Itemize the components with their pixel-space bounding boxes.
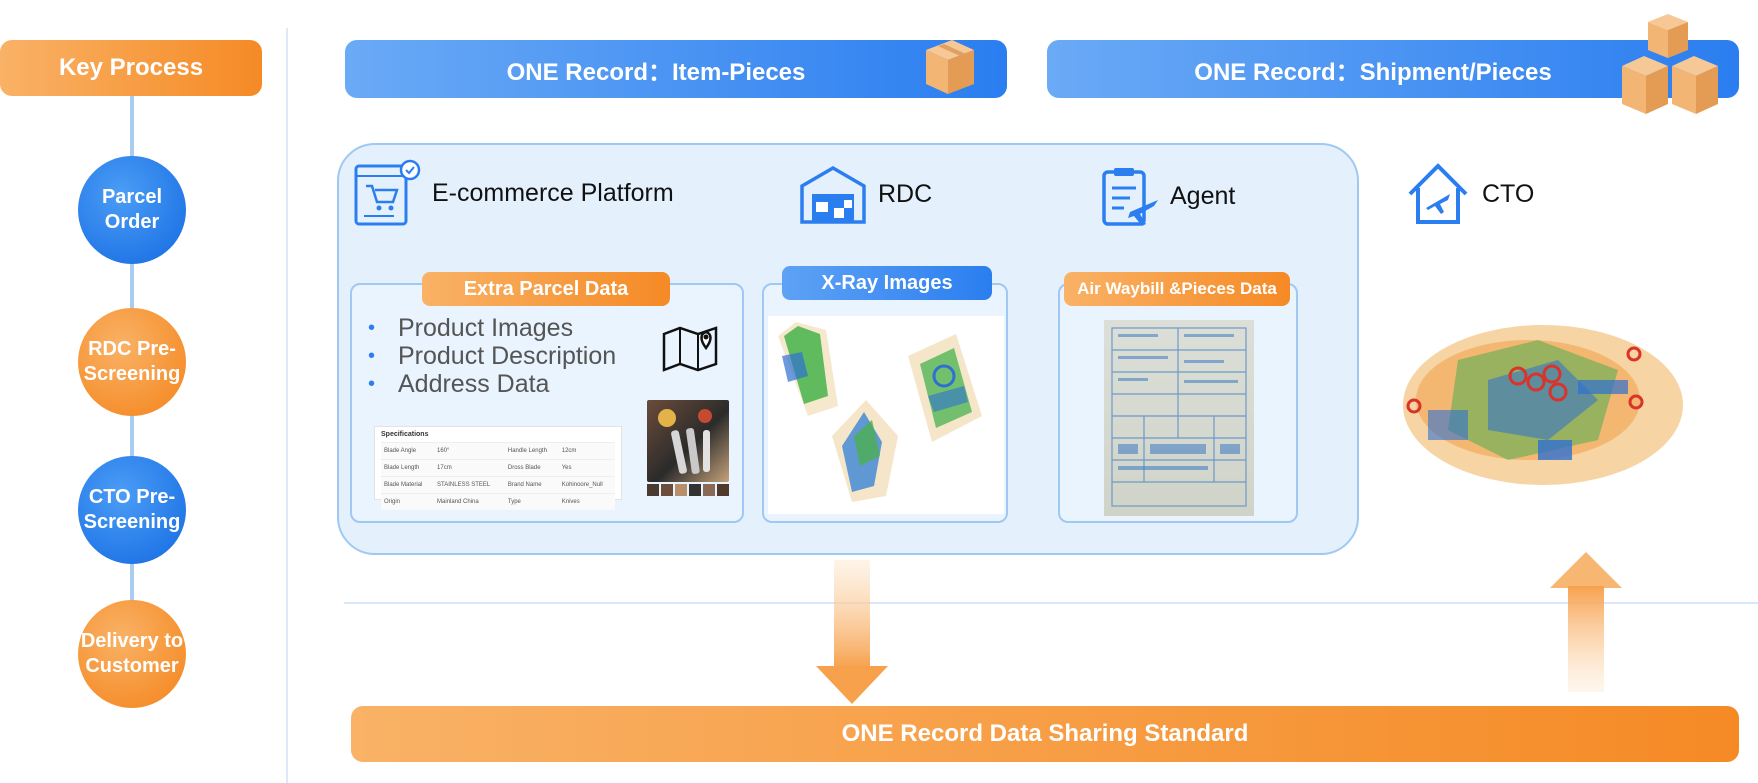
house-plane-icon bbox=[1408, 163, 1468, 224]
down-arrow-icon bbox=[816, 560, 888, 704]
xray-parcel-1 bbox=[778, 322, 838, 416]
header-item-pieces-label: ONE Record：Item-Pieces bbox=[506, 58, 806, 86]
bullet-product-description: •Product Description bbox=[368, 342, 617, 370]
up-arrow-icon bbox=[1550, 552, 1622, 692]
thumbnail-strip-image bbox=[647, 484, 729, 496]
actor-ecommerce-platform: E-commerce Platform bbox=[352, 158, 674, 228]
bullet-address-data: •Address Data bbox=[368, 370, 550, 398]
header-item-pieces: ONE Record：Item-Pieces bbox=[345, 40, 1007, 98]
step-cto-pre-screening: CTO Pre- Screening bbox=[78, 456, 186, 564]
xray-images-tag: X-Ray Images bbox=[782, 266, 992, 300]
specifications-title: Specifications bbox=[381, 431, 429, 438]
actor-cto: CTO bbox=[1404, 160, 1534, 228]
section-separator bbox=[344, 602, 1758, 604]
map-pin-icon bbox=[662, 326, 718, 372]
key-process-title: Key Process bbox=[0, 40, 262, 96]
left-column-divider bbox=[286, 28, 288, 783]
actor-agent-label: Agent bbox=[1170, 181, 1236, 210]
actor-rdc-label: RDC bbox=[878, 179, 933, 208]
clipboard-plane-icon bbox=[1102, 168, 1158, 226]
bullet-product-images: •Product Images bbox=[368, 314, 574, 342]
actor-ecommerce-label: E-commerce Platform bbox=[432, 178, 674, 207]
air-waybill-tag: Air Waybill &Pieces Data bbox=[1064, 272, 1290, 306]
warehouse-icon bbox=[800, 165, 866, 224]
step-rdc-pre-screening: RDC Pre- Screening bbox=[78, 308, 186, 416]
header-shipment-pieces-label: ONE Record：Shipment/Pieces bbox=[1194, 58, 1552, 86]
xray-parcel-3 bbox=[908, 334, 982, 442]
actor-cto-label: CTO bbox=[1482, 179, 1535, 208]
air-waybill-document-image bbox=[1104, 320, 1254, 516]
shopping-cart-order-icon bbox=[354, 159, 421, 226]
actor-agent: Agent bbox=[1100, 164, 1235, 228]
step-delivery-to-customer: Delivery to Customer bbox=[78, 600, 186, 708]
xray-images-image bbox=[768, 316, 1004, 514]
extra-parcel-data-tag: Extra Parcel Data bbox=[422, 272, 670, 306]
box-icon bbox=[926, 40, 974, 94]
xray-parcel-2 bbox=[832, 400, 898, 502]
cto-xray-scan-image bbox=[1403, 325, 1683, 485]
data-sharing-standard-bar: ONE Record Data Sharing Standard bbox=[351, 706, 1739, 762]
stacked-boxes-icon bbox=[1622, 14, 1718, 114]
extra-parcel-bullets: •Product Images •Product Description •Ad… bbox=[368, 314, 616, 398]
step-parcel-order: Parcel Order bbox=[78, 156, 186, 264]
actor-rdc: RDC bbox=[798, 164, 932, 224]
product-photo-image bbox=[647, 400, 729, 482]
